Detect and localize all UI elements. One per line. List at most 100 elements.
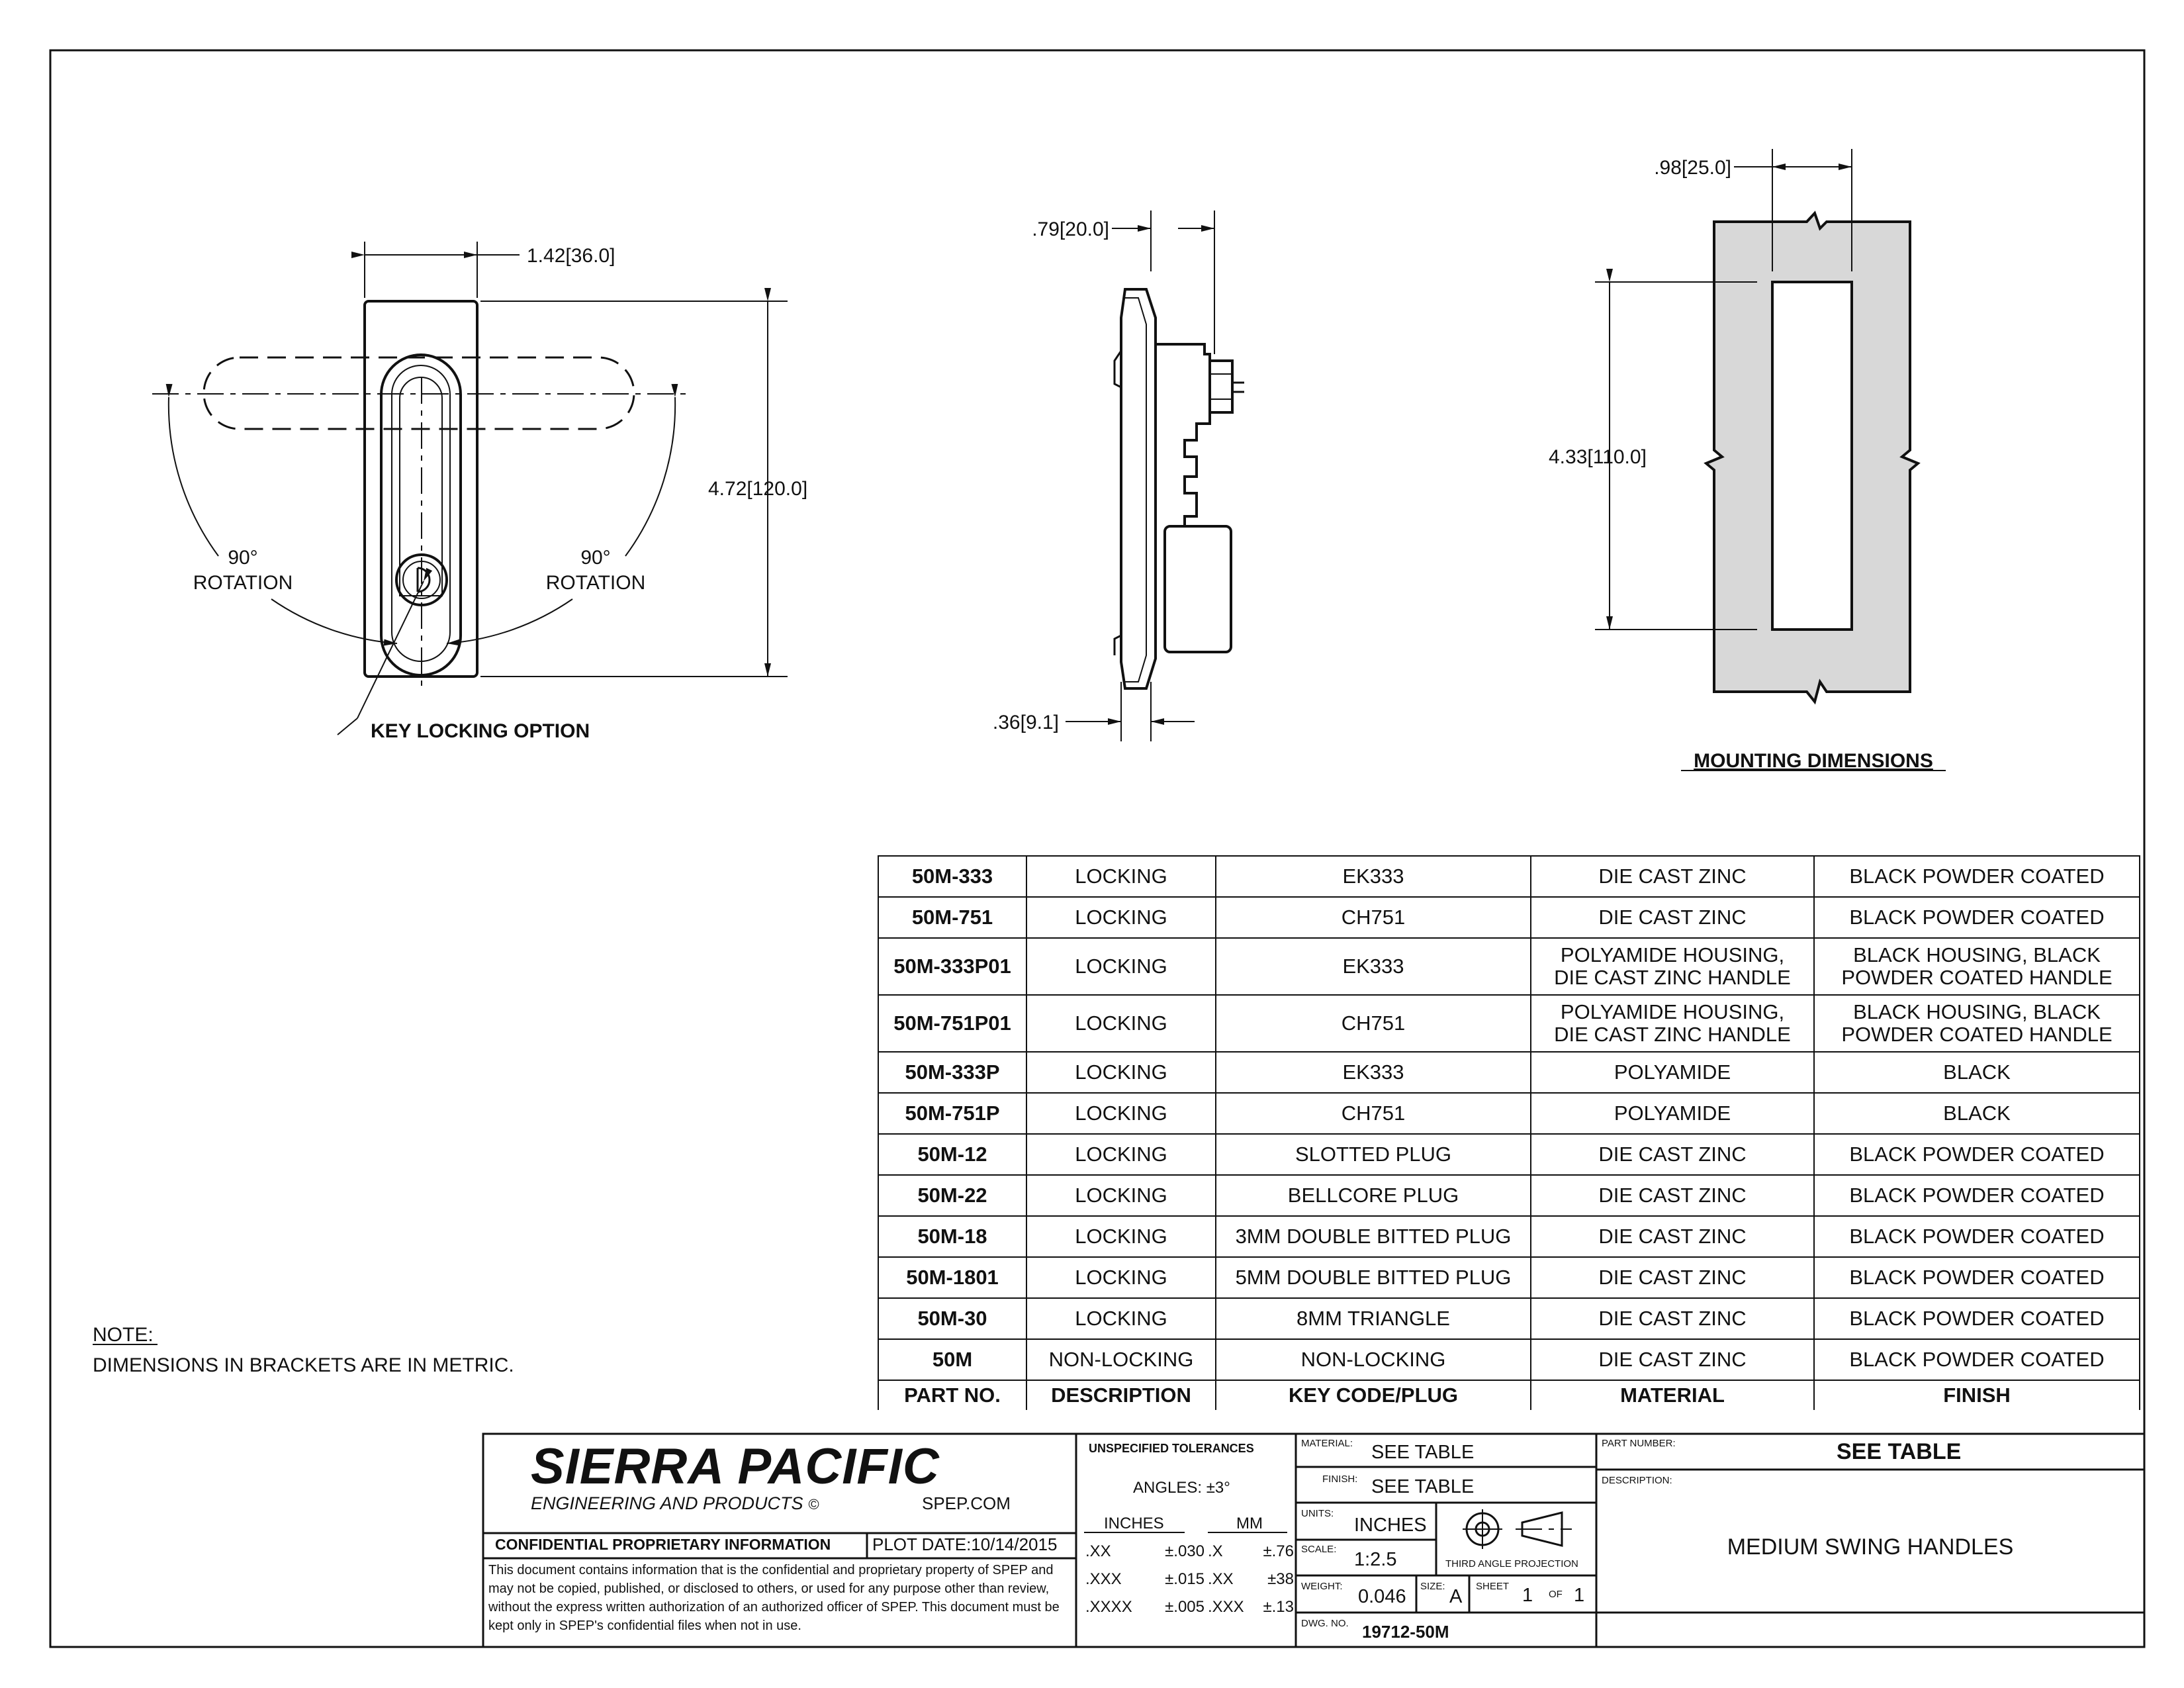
table-cell-key: NON-LOCKING	[1215, 1338, 1531, 1381]
table-cell-finish: BLACK HOUSING, BLACK POWDER COATED HANDL…	[1813, 994, 2140, 1053]
tolerance-inches: .XX±.030.XXX±.015.XXXX ±.005	[1085, 1542, 1205, 1626]
table-cell-material: DIE CAST ZINC	[1530, 1338, 1815, 1381]
table-cell-material: POLYAMIDE HOUSING, DIE CAST ZINC HANDLE	[1530, 994, 1815, 1053]
tolerance-row: .XXX ±.13	[1208, 1598, 1294, 1626]
table-cell-key: BELLCORE PLUG	[1215, 1174, 1531, 1217]
table-cell-key: EK333	[1215, 855, 1531, 898]
table-cell-material: DIE CAST ZINC	[1530, 1215, 1815, 1258]
tolerance-precision: .X	[1208, 1542, 1223, 1560]
angles: ANGLES: ±3°	[1133, 1479, 1230, 1497]
table-cell-finish: BLACK POWDER COATED	[1813, 1256, 2140, 1299]
tolerance-precision: .XXXX	[1085, 1598, 1132, 1616]
website: SPEP.COM	[922, 1493, 1011, 1513]
tolerance-value: ±38	[1267, 1570, 1294, 1588]
table-cell-part: 50M-751P	[878, 1092, 1027, 1135]
table-cell-desc: LOCKING	[1026, 1051, 1216, 1094]
table-cell-key: CH751	[1215, 1092, 1531, 1135]
table-cell-material: DIE CAST ZINC	[1530, 855, 1815, 898]
confidential-text: This document contains information that …	[488, 1563, 1060, 1633]
table-cell-key: EK333	[1215, 937, 1531, 996]
table-cell-finish: BLACK POWDER COATED	[1813, 1133, 2140, 1176]
table-cell-part: 50M-18	[878, 1215, 1027, 1258]
mount-height-dim: 4.33[110.0]	[1549, 446, 1647, 468]
mount-width-dim: .98[25.0]	[1654, 157, 1731, 179]
tolerance-value: ±.13	[1263, 1598, 1294, 1616]
finish-value: SEE TABLE	[1371, 1476, 1475, 1497]
confidential-title: CONFIDENTIAL PROPRIETARY INFORMATION	[495, 1536, 831, 1553]
table-cell-part: 50M-30	[878, 1297, 1027, 1340]
table-cell-part: 50M-751P01	[878, 994, 1027, 1053]
tolerance-precision: .XXX	[1208, 1598, 1244, 1616]
description-value: MEDIUM SWING HANDLES	[1727, 1534, 2014, 1560]
table-cell-finish: BLACK POWDER COATED	[1813, 896, 2140, 939]
mm-label: MM	[1236, 1515, 1263, 1532]
front-height-dim: 4.72[120.0]	[708, 478, 807, 500]
table-cell-material: POLYAMIDE	[1530, 1092, 1815, 1135]
rotation-left-label: ROTATION	[193, 572, 293, 594]
table-cell-key: 8MM TRIANGLE	[1215, 1297, 1531, 1340]
table-cell-part: 50M-22	[878, 1174, 1027, 1217]
table-cell-desc: LOCKING	[1026, 1092, 1216, 1135]
table-header: PART NO.	[878, 1380, 1027, 1410]
table-cell-desc: LOCKING	[1026, 994, 1216, 1053]
key-locking-label: KEY LOCKING OPTION	[371, 720, 590, 742]
weight-value: 0.046	[1358, 1586, 1406, 1607]
table-cell-key: CH751	[1215, 896, 1531, 939]
table-cell-finish: BLACK POWDER COATED	[1813, 1174, 2140, 1217]
table-cell-finish: BLACK	[1813, 1092, 2140, 1135]
table-cell-part: 50M-333P01	[878, 937, 1027, 996]
projection-label: THIRD ANGLE PROJECTION	[1445, 1558, 1578, 1570]
side-view: .79[20.0] .36[9.1]	[993, 211, 1244, 741]
tolerance-value: ±.005	[1165, 1598, 1205, 1616]
plot-date: PLOT DATE:10/14/2015	[872, 1534, 1058, 1554]
of-label: OF	[1549, 1589, 1563, 1600]
table-header: KEY CODE/PLUG	[1215, 1380, 1531, 1410]
table-cell-material: DIE CAST ZINC	[1530, 1297, 1815, 1340]
side-depth-dim: .79[20.0]	[1032, 218, 1109, 240]
table-header: FINISH	[1813, 1380, 2140, 1410]
table-cell-desc: LOCKING	[1026, 937, 1216, 996]
table-cell-desc: LOCKING	[1026, 1174, 1216, 1217]
dwg-label: DWG. NO.	[1301, 1618, 1349, 1629]
table-cell-finish: BLACK POWDER COATED	[1813, 1338, 2140, 1381]
units-label: UNITS:	[1301, 1508, 1334, 1519]
table-cell-material: DIE CAST ZINC	[1530, 1133, 1815, 1176]
description-label: DESCRIPTION:	[1602, 1475, 1672, 1486]
mounting-title: MOUNTING DIMENSIONS	[1694, 750, 1933, 772]
table-cell-key: CH751	[1215, 994, 1531, 1053]
material-label: MATERIAL:	[1301, 1438, 1353, 1449]
finish-label: FINISH:	[1322, 1474, 1358, 1485]
table-cell-part: 50M-751	[878, 896, 1027, 939]
table-cell-finish: BLACK	[1813, 1051, 2140, 1094]
size-value: A	[1449, 1586, 1463, 1607]
table-cell-finish: BLACK POWDER COATED	[1813, 1215, 2140, 1258]
table-cell-finish: BLACK POWDER COATED	[1813, 855, 2140, 898]
tolerance-value: ±.030	[1165, 1542, 1205, 1560]
table-cell-desc: LOCKING	[1026, 1256, 1216, 1299]
tolerance-precision: .XX	[1208, 1570, 1234, 1588]
sheet-total: 1	[1574, 1585, 1585, 1606]
third-angle-projection-icon	[1463, 1509, 1572, 1549]
sheet-label: SHEET	[1476, 1581, 1510, 1592]
company-name: SIERRA PACIFIC	[531, 1438, 940, 1495]
dwg-number: 19712-50M	[1362, 1622, 1449, 1642]
table-cell-desc: LOCKING	[1026, 1297, 1216, 1340]
table-cell-material: POLYAMIDE	[1530, 1051, 1815, 1094]
material-value: SEE TABLE	[1371, 1442, 1475, 1463]
rotation-right-deg: 90°	[580, 547, 610, 569]
tolerance-value: ±.76	[1263, 1542, 1294, 1560]
tolerance-row: .XX±.030	[1085, 1542, 1205, 1570]
tolerance-row: .XXX±.015	[1085, 1570, 1205, 1598]
size-label: SIZE:	[1420, 1581, 1445, 1592]
tolerance-value: ±.015	[1165, 1570, 1205, 1588]
tolerance-row: .XX ±38	[1208, 1570, 1294, 1598]
